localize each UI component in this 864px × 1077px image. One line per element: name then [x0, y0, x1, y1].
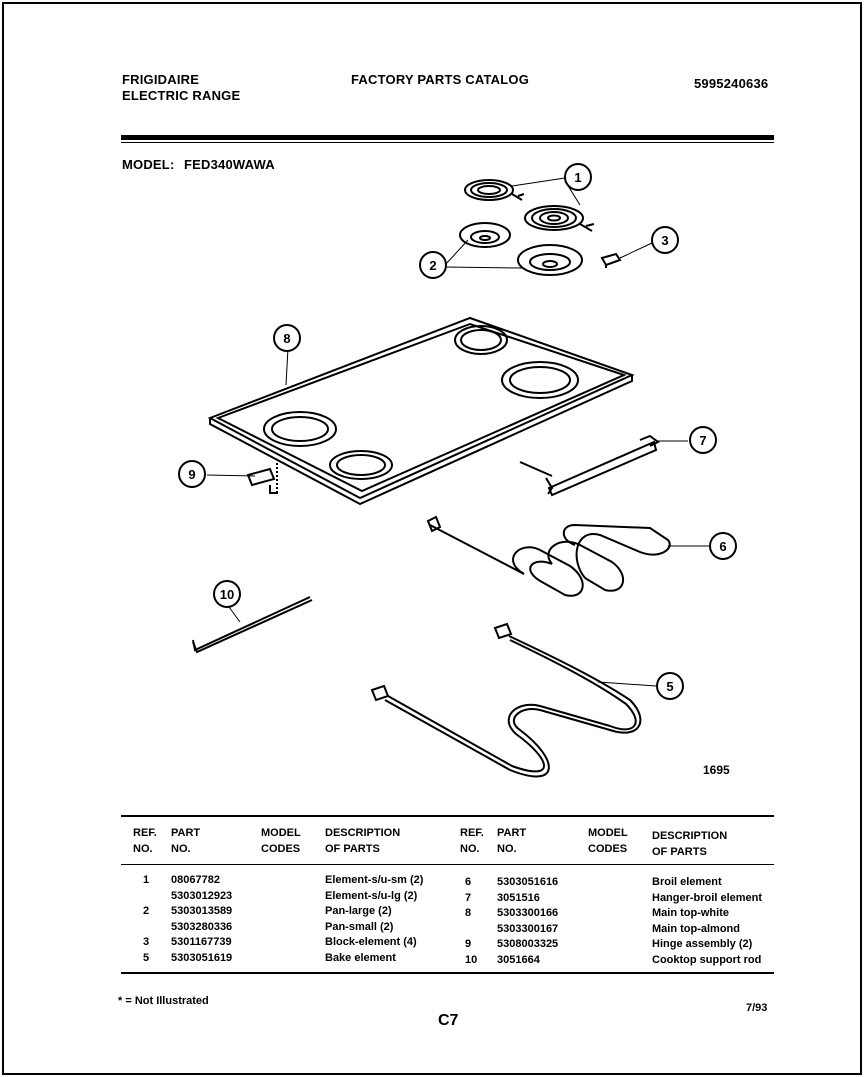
table-cell: 2	[143, 905, 150, 917]
header-ref-left: REF.NO.	[133, 827, 157, 855]
table-cell: Element-s/u-sm (2)	[325, 874, 424, 886]
table-cell	[465, 922, 477, 938]
catalog-title: FACTORY PARTS CATALOG	[351, 72, 530, 87]
table-cell: Hinge assembly (2)	[652, 938, 753, 950]
table-cell: 5303280336	[171, 920, 233, 933]
exploded-parts-diagram: 1 2 3 6 7 8 9 10 5	[178, 163, 737, 778]
catalog-date: 7/93	[746, 1002, 768, 1014]
broil-element	[426, 461, 671, 597]
cooktop-support-rod	[192, 596, 313, 654]
left-desc-column: Element-s/u-sm (2) Element-s/u-lg (2) Pa…	[325, 873, 423, 966]
header-rule-thick	[121, 135, 774, 140]
hinge-assembly	[246, 463, 278, 494]
table-cell: 8	[465, 907, 472, 919]
table-cell: 5303051619	[171, 951, 233, 964]
table-cell: 5303300166	[497, 907, 559, 919]
table-cell: Main top-white	[652, 907, 729, 919]
table-cell: 9	[465, 938, 472, 950]
table-header-rule	[121, 864, 774, 865]
table-cell: 3051516	[497, 891, 540, 904]
table-cell: 5308003325	[497, 938, 559, 950]
header-rule-thin	[121, 142, 774, 143]
model-value: FED340WAWA	[184, 157, 275, 172]
table-cell: Block-element (4)	[325, 936, 417, 948]
table-cell: Broil element	[652, 876, 722, 888]
right-desc-column: Broil element Hanger-broil element Main …	[652, 875, 762, 968]
left-part-column: 08067782 5303012923 5303013589 530328033…	[171, 873, 232, 966]
right-part-column: 5303051616 3051516 5303300166 5303300167…	[497, 875, 558, 968]
right-ref-column: 6 7 8 9 10	[465, 875, 477, 968]
drip-pan-small	[459, 222, 511, 248]
table-cell: 5303012923	[171, 889, 233, 902]
header-ref-right: REF.NO.	[460, 827, 484, 855]
callout-10: 10	[220, 587, 234, 602]
callout-6: 6	[719, 539, 726, 554]
catalog-number: 5995240636	[694, 76, 769, 91]
model-label: MODEL:	[122, 157, 175, 172]
table-cell: 5303013589	[171, 905, 233, 917]
table-cell: 08067782	[171, 874, 220, 886]
table-cell: 3	[143, 936, 150, 948]
table-cell	[143, 920, 149, 936]
table-cell: 1	[143, 874, 150, 886]
table-cell	[143, 889, 149, 905]
not-illustrated-note: * = Not Illustrated	[118, 995, 209, 1007]
table-cell: Pan-large (2)	[325, 905, 392, 917]
table-cell: 6	[465, 876, 472, 888]
table-cell: Bake element	[325, 951, 396, 964]
product-name: ELECTRIC RANGE	[122, 88, 241, 103]
page-code: C7	[438, 1012, 459, 1029]
surface-element-large	[524, 205, 595, 232]
table-cell: 5301167739	[171, 936, 232, 948]
table-cell: 7	[465, 891, 472, 904]
callout-9: 9	[188, 467, 195, 482]
table-cell: Element-s/u-lg (2)	[325, 889, 418, 902]
callout-1: 1	[574, 170, 581, 185]
table-cell: Main top-almond	[652, 922, 740, 935]
surface-element-small	[464, 179, 525, 201]
table-cell: 5	[143, 951, 150, 964]
figure-number: 1695	[703, 763, 730, 777]
table-cell: Pan-small (2)	[325, 920, 394, 933]
left-ref-column: 1 2 3 5	[143, 873, 149, 966]
table-top-rule	[121, 815, 774, 817]
table-cell: 10	[465, 953, 478, 966]
hanger-broil-element	[545, 434, 660, 497]
table-cell: Cooktop support rod	[652, 953, 762, 966]
bake-element	[370, 622, 642, 778]
callout-3: 3	[661, 233, 668, 248]
main-top	[207, 316, 635, 506]
table-cell: 3051664	[497, 953, 540, 966]
brand-name: FRIGIDAIRE	[122, 72, 200, 87]
drip-pan-large	[517, 244, 583, 276]
callout-5: 5	[666, 679, 673, 694]
callout-2: 2	[429, 258, 436, 273]
callout-7: 7	[699, 433, 706, 448]
table-cell: 5303051616	[497, 876, 559, 888]
block-element	[600, 252, 622, 268]
table-cell: 5303300167	[497, 922, 559, 935]
table-bottom-rule	[121, 972, 774, 974]
callout-8: 8	[283, 331, 290, 346]
table-cell: Hanger-broil element	[652, 891, 763, 904]
